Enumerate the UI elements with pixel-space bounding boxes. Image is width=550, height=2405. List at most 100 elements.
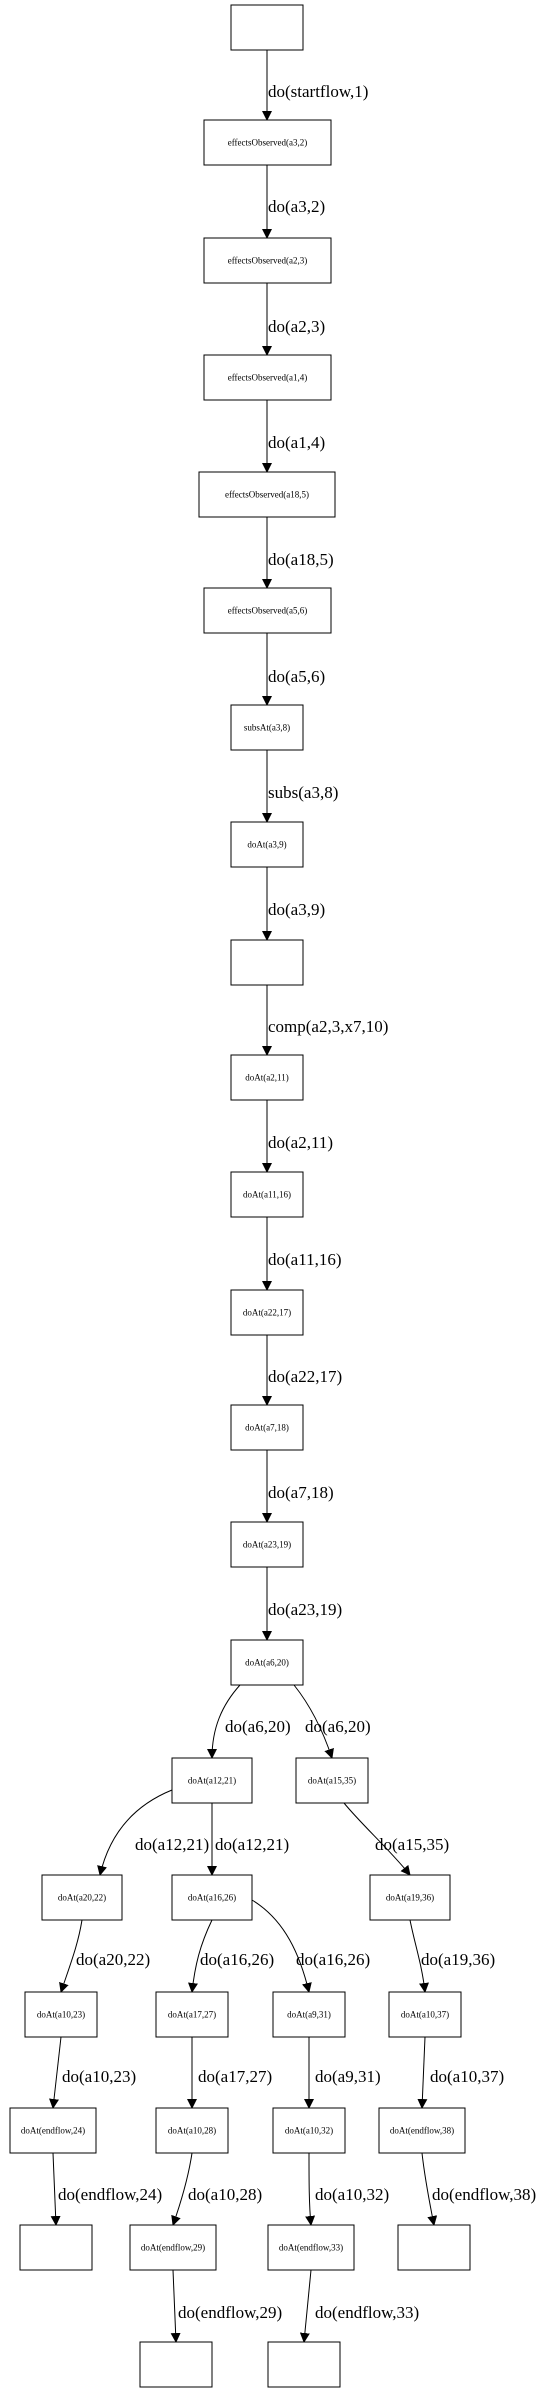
diagram-node: doAt(endflow,33)	[267, 2224, 355, 2271]
diagram-node: doAt(a10,28)	[155, 2107, 229, 2154]
node-box	[41, 1874, 123, 1921]
node-label: doAt(a22,17)	[243, 1308, 291, 1318]
node-label: doAt(a17,27)	[168, 2010, 216, 2020]
diagram-node: doAt(a12,21)	[171, 1757, 253, 1804]
diagram-node: doAt(a16,26)	[171, 1874, 253, 1921]
node-label: subsAt(a3,8)	[244, 723, 290, 733]
diagram-node: doAt(endflow,24)	[9, 2107, 97, 2154]
node-label: effectsObserved(a5,6)	[228, 606, 308, 616]
edge-label: do(endflow,29)	[178, 2303, 282, 2322]
diagram-node: doAt(a3,9)	[230, 821, 304, 868]
edge-label: do(endflow,33)	[315, 2303, 419, 2322]
node-label: doAt(a6,20)	[245, 1658, 289, 1668]
node-box	[9, 2107, 97, 2154]
node-label: doAt(a23,19)	[243, 1540, 291, 1550]
node-label: effectsObserved(a2,3)	[228, 256, 308, 266]
diagram-node: doAt(a22,17)	[230, 1289, 304, 1336]
edge-label: do(a11,16)	[268, 1250, 342, 1269]
node-label: doAt(a20,22)	[58, 1893, 106, 1903]
edge-label: do(a6,20)	[305, 1717, 371, 1736]
node-box	[230, 821, 304, 868]
edge-label: comp(a2,3,x7,10)	[268, 1017, 388, 1036]
node-box	[203, 119, 332, 166]
node-label: doAt(endflow,33)	[279, 2243, 343, 2253]
node-box	[230, 1289, 304, 1336]
diagram-node: doAt(a9,31)	[272, 1991, 346, 2038]
node-label: effectsObserved(a1,4)	[228, 373, 308, 383]
node-box	[155, 1991, 229, 2038]
node-box	[230, 1639, 304, 1686]
edge-label: do(a5,6)	[268, 667, 325, 686]
edge-label: do(a18,5)	[268, 550, 334, 569]
node-box	[272, 2107, 346, 2154]
node-label: effectsObserved(a3,2)	[228, 138, 308, 148]
edge-label: do(a15,35)	[375, 1835, 449, 1854]
diagram-node: doAt(endflow,38)	[378, 2107, 466, 2154]
node-label: doAt(a2,11)	[245, 1073, 288, 1083]
node-label: doAt(a10,32)	[285, 2126, 333, 2136]
edge-label: do(a1,4)	[268, 433, 325, 452]
node-label: doAt(a16,26)	[188, 1893, 236, 1903]
edge-label: do(a3,2)	[268, 197, 325, 216]
diagram-node-empty	[397, 2224, 471, 2271]
node-box	[171, 1757, 253, 1804]
node-box	[24, 1991, 98, 2038]
diagram-node: doAt(a23,19)	[230, 1521, 304, 1568]
node-box	[369, 1874, 451, 1921]
node-label: doAt(a10,37)	[401, 2010, 449, 2020]
node-box	[388, 1991, 462, 2038]
edge-label: do(a19,36)	[421, 1950, 495, 1969]
diagram-node: doAt(a11,16)	[230, 1171, 304, 1218]
node-box	[378, 2107, 466, 2154]
edge-arrow	[409, 1919, 429, 1993]
node-box	[155, 2107, 229, 2154]
edge-label: do(a9,31)	[315, 2067, 381, 2086]
edge-labels-layer: do(startflow,1)do(a3,2)do(a2,3)do(a1,4)d…	[58, 82, 536, 2322]
edge-arrow	[207, 1684, 241, 1759]
diagram-node: doAt(a17,27)	[155, 1991, 229, 2038]
node-box	[129, 2224, 217, 2271]
node-label: doAt(a10,28)	[168, 2126, 216, 2136]
node-label: doAt(a7,18)	[245, 1423, 289, 1433]
edge-arrow	[343, 1802, 411, 1876]
node-box	[230, 1171, 304, 1218]
edge-arrow	[421, 2152, 438, 2226]
diagram-node: effectsObserved(a18,5)	[198, 471, 336, 518]
node-box	[230, 704, 304, 751]
diagram-node: subsAt(a3,8)	[230, 704, 304, 751]
diagram-node: doAt(a7,18)	[230, 1404, 304, 1451]
node-label: doAt(endflow,29)	[141, 2243, 205, 2253]
diagram-node: doAt(a10,32)	[272, 2107, 346, 2154]
edge-arrow	[50, 2152, 61, 2226]
edge-label: do(a16,26)	[296, 1950, 370, 1969]
diagram-node: doAt(a20,22)	[41, 1874, 123, 1921]
edge-arrow	[97, 1789, 173, 1876]
diagram-node: effectsObserved(a5,6)	[203, 587, 332, 634]
node-box	[295, 1757, 369, 1804]
edge-label: do(a2,3)	[268, 317, 325, 336]
diagram-node-empty	[19, 2224, 93, 2271]
node-box	[198, 471, 336, 518]
node-box	[230, 939, 304, 986]
node-box	[19, 2224, 93, 2271]
diagram-node: doAt(a19,36)	[369, 1874, 451, 1921]
edge-arrow	[49, 2036, 62, 2109]
edges-layer	[49, 50, 438, 2343]
node-box	[230, 1521, 304, 1568]
node-box	[139, 2341, 213, 2388]
edge-label: do(a10,23)	[62, 2067, 136, 2086]
node-label: doAt(a9,31)	[287, 2010, 331, 2020]
diagram-node: effectsObserved(a3,2)	[203, 119, 332, 166]
edge-label: do(a20,22)	[76, 1950, 150, 1969]
edge-arrow	[293, 1684, 334, 1759]
diagram-node-empty	[230, 4, 304, 51]
node-box	[203, 587, 332, 634]
node-label: effectsObserved(a18,5)	[225, 490, 309, 500]
edge-label: do(a2,11)	[268, 1133, 333, 1152]
diagram-node: doAt(a2,11)	[230, 1054, 304, 1101]
edge-label: do(a17,27)	[198, 2067, 272, 2086]
edge-arrow	[59, 1919, 83, 1993]
edge-arrow	[171, 2152, 193, 2226]
edge-label: do(a10,37)	[430, 2067, 504, 2086]
